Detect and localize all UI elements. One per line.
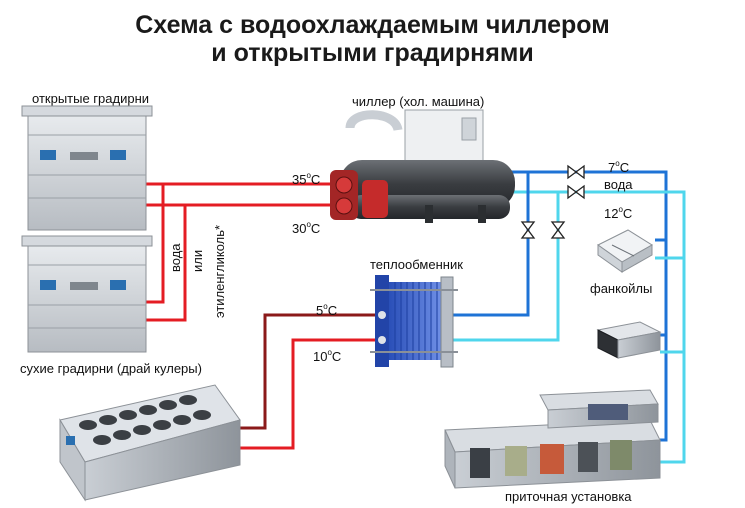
label-dry-coolers: сухие градирни (драй кулеры): [20, 361, 202, 376]
temp-5: 5oC: [316, 302, 338, 318]
label-fancoils: фанкойлы: [590, 281, 653, 296]
label-chiller: чиллер (хол. машина): [352, 94, 485, 109]
pipe-tower2-return: [135, 205, 187, 322]
duct-fancoil-icon: [596, 321, 662, 359]
pipe-chilled-return: [500, 190, 686, 464]
dry-cooler-icon: [59, 384, 241, 502]
label-ahu: приточная установка: [505, 489, 632, 504]
pipe-hx-blue: [452, 172, 530, 317]
valves: [520, 164, 585, 239]
cooling-tower-icon: [21, 235, 153, 353]
valve-icon: [567, 184, 585, 200]
valve-icon: [567, 164, 585, 180]
temp-35: 35oC: [292, 171, 321, 187]
label-heat-exchanger: теплообменник: [370, 257, 463, 272]
temp-12: 12oC: [604, 205, 633, 221]
label-water-vertical: вода: [168, 243, 183, 272]
cooling-tower-icon: [21, 105, 153, 231]
label-open-towers: открытые градирни: [32, 91, 150, 106]
temp-7: 7oC: [608, 159, 630, 175]
pipe-drycooler-supply: [225, 313, 380, 430]
diagram-title-line2: и открытыми градирнями: [211, 39, 534, 67]
cassette-fancoil-icon: [597, 229, 653, 273]
diagram-title-line1: Схема с водоохлаждаемым чиллером: [135, 11, 610, 39]
valve-icon: [550, 221, 566, 239]
label-water-right: вода: [604, 177, 633, 192]
label-or-vertical: или: [190, 249, 205, 272]
temp-30: 30oC: [292, 220, 321, 236]
heat-exchanger-icon: [370, 275, 458, 368]
chiller-icon: [330, 109, 515, 223]
pipe-drycooler-return: [225, 338, 380, 450]
temp-10: 10oC: [313, 348, 342, 364]
air-handling-unit-icon: [444, 389, 661, 489]
label-glycol-vertical: этиленгликоль*: [212, 224, 227, 318]
valve-icon: [520, 221, 536, 239]
pipe-hx-cyan: [452, 192, 560, 342]
